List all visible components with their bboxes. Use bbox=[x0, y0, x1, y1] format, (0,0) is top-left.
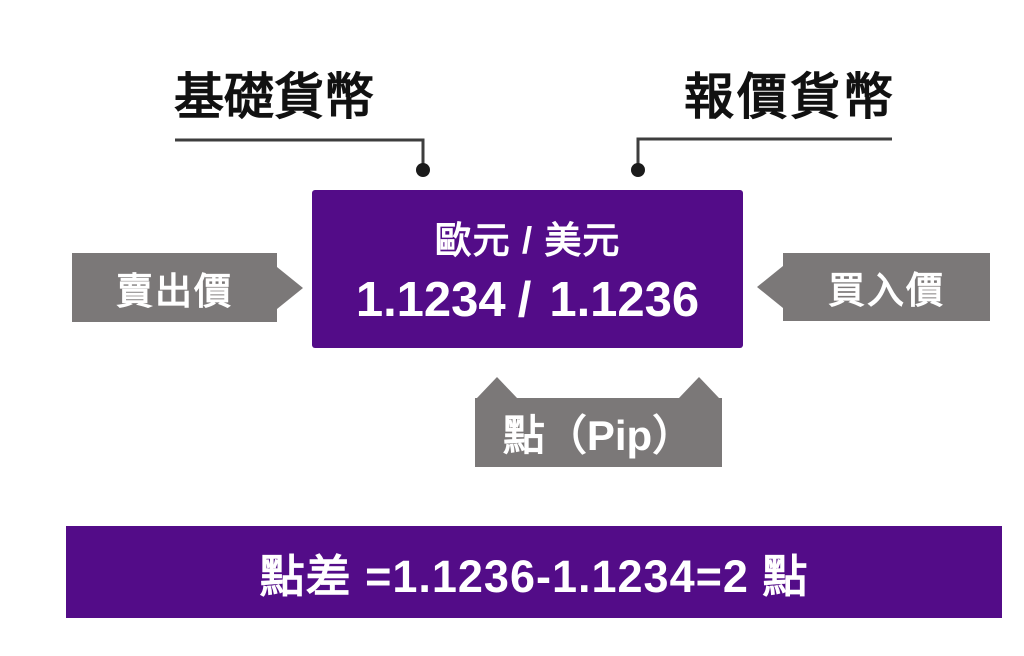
base-currency-connector-line bbox=[175, 138, 425, 166]
price-line: 1.1234 / 1.1236 bbox=[356, 272, 699, 328]
price-separator: / bbox=[517, 273, 532, 327]
ask-price: 1.1236 bbox=[549, 273, 700, 327]
spread-formula-text: 點差 =1.1236-1.1234=2 點 bbox=[259, 550, 809, 602]
arrow-up-icon bbox=[477, 377, 517, 398]
currency-pair-quote-box: 歐元 / 美元 1.1234 / 1.1236 bbox=[312, 190, 743, 348]
arrow-left-icon bbox=[757, 266, 783, 308]
sell-price-tag: 賣出價 bbox=[72, 253, 303, 322]
quote-currency-label: 報價貨幣 bbox=[684, 69, 896, 125]
buy-price-tag: 買入價 bbox=[757, 253, 990, 321]
currency-pair-name: 歐元 / 美元 bbox=[434, 220, 621, 261]
pip-label: 點（Pip） bbox=[502, 412, 695, 459]
quote-currency-connector-line bbox=[636, 137, 892, 166]
arrow-right-icon bbox=[277, 266, 303, 309]
buy-price-label: 買入價 bbox=[828, 270, 945, 311]
spread-formula-bar: 點差 =1.1236-1.1234=2 點 bbox=[66, 526, 1002, 618]
bid-price: 1.1234 bbox=[355, 273, 506, 327]
pip-tag: 點（Pip） bbox=[475, 377, 722, 467]
quote-currency-connector-dot bbox=[631, 163, 645, 177]
sell-price-label: 賣出價 bbox=[116, 270, 233, 312]
arrow-up-icon bbox=[679, 377, 719, 398]
base-currency-label: 基礎貨幣 bbox=[174, 69, 374, 125]
base-currency-connector-dot bbox=[416, 163, 430, 177]
